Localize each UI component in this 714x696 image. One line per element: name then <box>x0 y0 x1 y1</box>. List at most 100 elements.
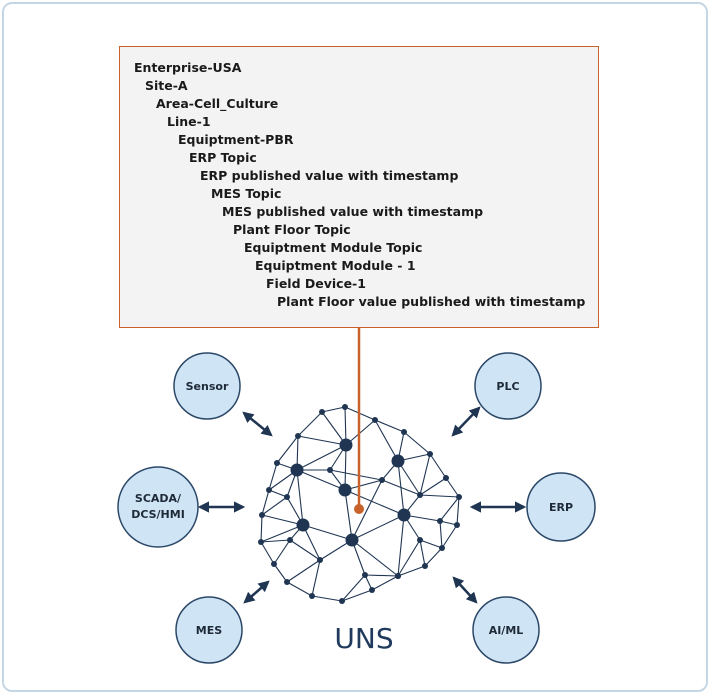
mesh-node <box>454 522 460 528</box>
mesh-edge <box>397 539 421 577</box>
mesh-node <box>274 460 280 466</box>
mesh-node <box>391 454 405 468</box>
mesh-node <box>266 487 272 493</box>
scada-label-line1: SCADA/ <box>135 492 182 505</box>
mesh-edge <box>439 496 460 522</box>
mesh-edge <box>351 479 383 541</box>
mesh-node <box>427 451 433 457</box>
plc-label: PLC <box>496 380 519 393</box>
mesh-node <box>362 572 368 578</box>
tree-line-area: Area-Cell_Culture <box>156 96 279 111</box>
tree-line-erp-value: ERP published value with timestamp <box>200 168 459 183</box>
plc-arrow <box>451 406 481 437</box>
mesh-edge <box>456 496 460 526</box>
mesh-node <box>338 483 352 497</box>
mesh-edge <box>261 514 304 526</box>
mesh-edge <box>441 524 458 549</box>
mesh-edge <box>311 559 321 597</box>
mesh-edge <box>419 539 426 567</box>
mesh-node <box>417 492 423 498</box>
sensor-node: Sensor <box>173 352 241 420</box>
mesh-edge <box>397 460 421 496</box>
mesh-edge <box>268 462 278 491</box>
aiml-arrow <box>452 576 478 604</box>
mesh-edge <box>286 559 321 583</box>
mesh-edge <box>424 547 443 567</box>
scada-node: SCADA/ DCS/HMI <box>117 466 199 548</box>
uns-label: UNS <box>334 622 393 655</box>
mesh-node <box>417 537 423 543</box>
tree-line-plant-floor-value: Plant Floor value published with timesta… <box>277 294 586 309</box>
mesh-node <box>317 557 323 563</box>
tree-line-equipment: Equiptment-PBR <box>178 132 294 147</box>
mesh-edge <box>296 469 304 526</box>
mesh-node <box>271 561 277 567</box>
mesh-edge <box>289 539 321 561</box>
mesh-node <box>342 404 348 410</box>
topic-hierarchy-box: Enterprise-USA Site-A Area-Cell_Culture … <box>119 46 599 328</box>
scada-label-line2: DCS/HMI <box>131 508 185 521</box>
mesh-node <box>439 545 445 551</box>
mesh-edge <box>419 477 447 496</box>
mesh-edge <box>302 524 353 541</box>
tree-line-mes-topic: MES Topic <box>211 186 282 201</box>
mesh-node <box>290 463 304 477</box>
mesh-node <box>287 537 293 543</box>
mesh-edge <box>429 453 447 479</box>
mesh-edge <box>397 565 426 577</box>
mesh-edge <box>344 489 405 516</box>
mesh-edge <box>311 595 343 602</box>
topic-connector-dot <box>354 504 364 514</box>
mesh-edge <box>371 575 399 591</box>
mesh-edge <box>260 539 291 543</box>
mesh-edge <box>260 524 304 543</box>
mesh-edge <box>419 453 431 496</box>
tree-line-module-1: Equiptment Module - 1 <box>255 258 416 273</box>
mesh-edge <box>296 444 347 471</box>
mesh-edge <box>419 494 460 498</box>
mes-label: MES <box>196 624 222 637</box>
mesh-edge <box>374 419 399 462</box>
tree-line-site: Site-A <box>145 78 188 93</box>
tree-line-mes-value: MES published value with timestamp <box>222 204 484 219</box>
mesh-node <box>395 573 401 579</box>
mesh-edge <box>419 539 443 549</box>
tree-line-field-device: Field Device-1 <box>266 276 366 291</box>
mesh-edge <box>397 514 405 577</box>
mesh-edge <box>351 514 405 541</box>
mesh-edge <box>268 489 288 498</box>
mesh-edge <box>321 411 347 446</box>
mesh-edge <box>344 489 353 541</box>
mesh-node <box>443 475 449 481</box>
tree-line-line: Line-1 <box>167 114 211 129</box>
mesh-node <box>258 539 264 545</box>
mesh-node <box>319 409 325 415</box>
aiml-node: AI/ML <box>472 596 540 664</box>
uns-mesh-sphere <box>258 404 462 604</box>
sensor-label: Sensor <box>186 380 229 393</box>
mesh-edge <box>321 406 346 413</box>
mesh-edge <box>445 477 460 498</box>
tree-line-plant-floor-topic: Plant Floor Topic <box>233 222 351 237</box>
mesh-edge <box>276 435 299 464</box>
mesh-edge <box>297 411 323 437</box>
mes-arrow <box>243 580 270 604</box>
mesh-node <box>259 512 265 518</box>
mesh-edge <box>273 563 288 583</box>
sensor-arrow <box>242 411 273 437</box>
mesh-edge <box>403 431 431 455</box>
mesh-edge <box>261 496 288 516</box>
mesh-edge <box>273 539 291 565</box>
tree-line-enterprise: Enterprise-USA <box>134 60 242 75</box>
mesh-edge <box>351 539 399 577</box>
mesh-node <box>296 518 310 532</box>
mesh-node <box>284 579 290 585</box>
erp-node: ERP <box>526 472 596 542</box>
mesh-edge <box>286 581 313 597</box>
mesh-node <box>295 433 301 439</box>
tree-line-erp-topic: ERP Topic <box>189 150 257 165</box>
mesh-node <box>369 587 375 593</box>
mesh-node <box>339 438 353 452</box>
mesh-node <box>309 593 315 599</box>
